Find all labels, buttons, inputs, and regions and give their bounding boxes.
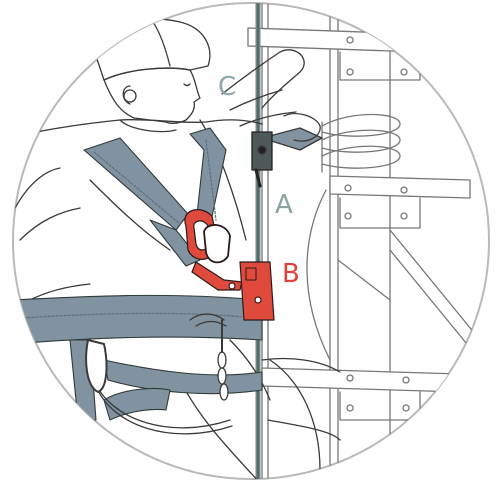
- label-a: A: [275, 190, 293, 220]
- label-c: C: [218, 72, 236, 102]
- label-b: B: [282, 259, 300, 289]
